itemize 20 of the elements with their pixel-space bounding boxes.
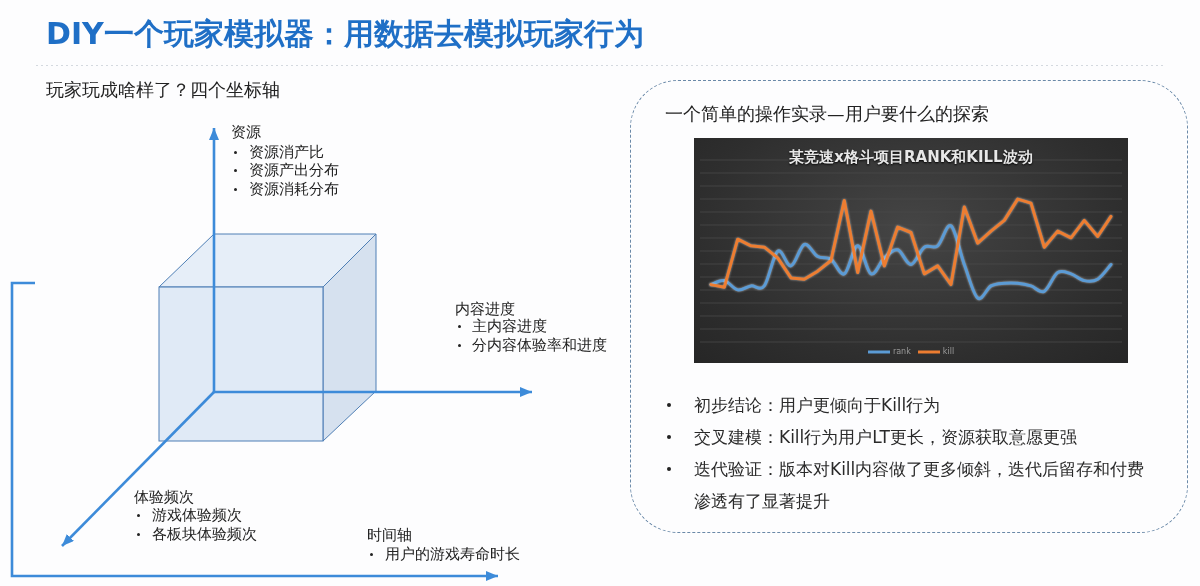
bullet-point: 迭代验证：版本对Kill内容做了更多倾斜，迭代后留存和付费渗透有了显著提升: [665, 453, 1152, 517]
bullet-point: 资源消耗分布: [232, 180, 339, 198]
bullet-point: 主内容进度: [456, 317, 547, 335]
bullet-point: 用户的游戏寿命时长: [368, 545, 520, 563]
axis-label: 内容进度: [455, 300, 515, 318]
legend-label: rank: [892, 347, 911, 357]
section-heading: 玩家玩成啥样了？四个坐标轴: [46, 80, 280, 100]
legend-label: kill: [942, 347, 955, 357]
bullet-point: 资源产出分布: [232, 161, 339, 179]
axis-label: 时间轴: [367, 526, 412, 544]
bullet-point: 分内容体验率和进度: [456, 336, 607, 354]
bullet-point: 各板块体验频次: [135, 525, 257, 543]
bullet-point: 游戏体验频次: [135, 506, 242, 524]
axis-label: 体验频次: [134, 488, 194, 506]
page-title: DIY一个玩家模拟器：用数据去模拟玩家行为: [46, 16, 644, 52]
panel-heading: 一个简单的操作实录—用户要什么的探索: [665, 103, 989, 125]
bullet-point: 初步结论：用户更倾向于Kill行为: [665, 389, 1152, 421]
bullet-point: 交叉建模：Kill行为用户LT更长，资源获取意愿更强: [665, 421, 1152, 453]
bullet-point: 资源消产比: [232, 143, 324, 161]
axis-label: 资源: [231, 123, 261, 141]
